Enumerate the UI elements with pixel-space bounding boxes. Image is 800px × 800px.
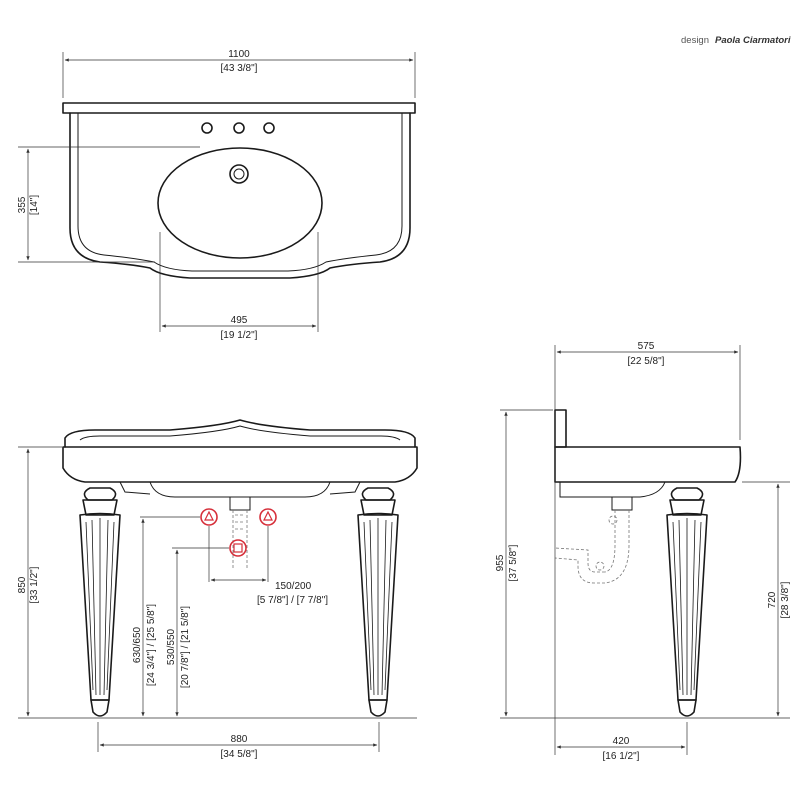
dim-label-575: 575 <box>638 341 655 352</box>
front-view-drain-fitting <box>229 497 251 511</box>
side-view-backsplash <box>554 409 567 448</box>
top-view-basin-outline <box>69 112 411 279</box>
waste-marker <box>229 539 247 557</box>
dim-label-495: 495 <box>231 315 248 326</box>
bowl-drain <box>229 164 249 184</box>
dim-label-530-550-in: [20 7/8"] / [21 5/8"] <box>180 606 191 688</box>
supply-marker-left <box>200 508 218 526</box>
front-view: 850 [33 1/2"] 630/650 [24 3/4"] / [25 5/… <box>17 419 418 760</box>
top-view-bowl <box>157 147 323 259</box>
supply-marker-right <box>259 508 277 526</box>
dim-label-150-200: 150/200 <box>275 581 312 592</box>
top-view: 1100 [43 3/8"] 355 [14"] 495 [19 1/2"] <box>17 49 416 341</box>
dim-label-150-200-in: [5 7/8"] / [7 7/8"] <box>257 595 328 606</box>
dim-label-355: 355 <box>17 196 28 213</box>
dim-label-630-650: 630/650 <box>132 626 143 663</box>
dim-label-955: 955 <box>495 554 506 571</box>
top-view-basin-inner <box>77 113 403 272</box>
dim-label-630-650-in: [24 3/4"] / [25 5/8"] <box>146 604 157 686</box>
front-view-leg-left <box>79 487 121 717</box>
top-view-back-ledge <box>62 102 416 114</box>
dim-label-1100: 1100 <box>228 49 250 60</box>
credit-designer: Paola Ciarmatori <box>715 35 791 46</box>
dim-label-575-in: [22 5/8"] <box>628 356 665 367</box>
tap-hole-left <box>201 122 213 134</box>
dim-label-530-550: 530/550 <box>166 628 177 665</box>
tap-hole-right <box>263 122 275 134</box>
dim-label-1100-in: [43 3/8"] <box>221 63 258 74</box>
front-view-underside <box>149 481 331 498</box>
dim-label-420-in: [16 1/2"] <box>603 751 640 762</box>
dim-label-720: 720 <box>767 591 778 608</box>
side-view-leg <box>666 487 708 717</box>
bowl-drain-inner <box>233 168 245 180</box>
dim-label-495-in: [19 1/2"] <box>221 330 258 341</box>
dim-label-420: 420 <box>613 736 630 747</box>
side-view-basin-body <box>554 446 742 483</box>
dim-label-355-in: [14"] <box>29 195 40 215</box>
dim-label-850-in: [33 1/2"] <box>29 566 40 603</box>
dim-label-720-in: [28 3/8"] <box>780 581 791 618</box>
front-view-basin-body <box>62 446 418 483</box>
side-view: 575 [22 5/8"] 955 [37 5/8"] 720 [28 3/8"… <box>495 341 791 762</box>
dim-label-880: 880 <box>231 734 248 745</box>
front-view-leg-right <box>357 487 399 717</box>
side-view-trap <box>554 497 633 584</box>
dim-label-880-in: [34 5/8"] <box>221 749 258 760</box>
credit-prefix: design <box>681 35 709 46</box>
dim-label-850: 850 <box>17 576 28 593</box>
tap-hole-center <box>233 122 245 134</box>
dim-label-955-in: [37 5/8"] <box>508 544 519 581</box>
front-view-rim <box>64 419 416 448</box>
